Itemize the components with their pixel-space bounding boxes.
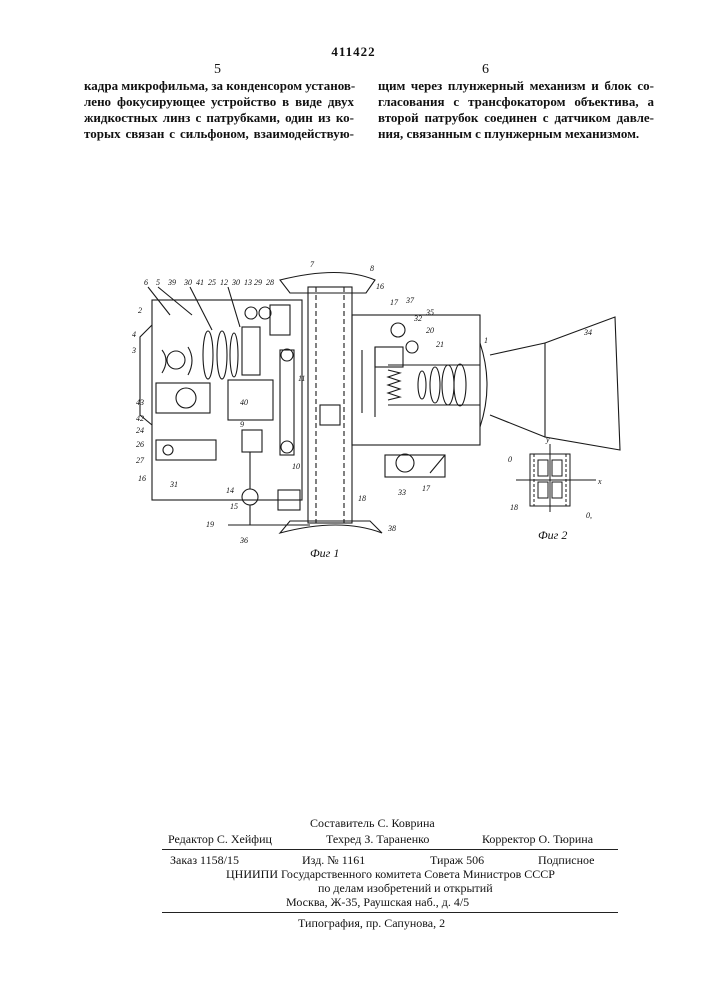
fig1-label: 17 xyxy=(390,298,399,307)
objective-housing xyxy=(352,315,480,445)
fig1-label: 43 xyxy=(136,398,144,407)
fig1-label: 30 xyxy=(231,278,240,287)
fig1-label: 11 xyxy=(298,374,305,383)
left-line-1: кадра микрофильма, за конденсором устано… xyxy=(84,78,354,94)
screen-34 xyxy=(545,317,620,450)
fig1-label: 10 xyxy=(292,462,300,471)
fig1-label: 38 xyxy=(387,524,396,533)
compiler: Составитель С. Коврина xyxy=(310,816,435,830)
org-line-1: ЦНИИПИ Государственного комитета Совета … xyxy=(226,867,555,881)
fig1-label: 13 xyxy=(244,278,252,287)
printer: Типография, пр. Сапунова, 2 xyxy=(298,916,445,930)
fig2-axis-y: y xyxy=(545,435,550,444)
address: Москва, Ж-35, Раушская наб., д. 4/5 xyxy=(286,895,469,909)
figure-2-drawing: y 0 x 18 0, xyxy=(500,432,610,522)
corrector: Корректор О. Тюрина xyxy=(482,832,593,846)
right-column-number: 6 xyxy=(482,62,489,78)
bellows xyxy=(388,370,400,400)
fig1-label: 17 xyxy=(422,484,431,493)
fig1-label: 29 xyxy=(254,278,262,287)
fig1-label: 19 xyxy=(206,520,214,529)
fig1-label: 21 xyxy=(436,340,444,349)
fig1-label: 6 xyxy=(144,278,148,287)
fig1-label: 3 xyxy=(131,346,136,355)
editor: Редактор С. Хейфиц xyxy=(168,832,272,846)
left-line-2: лено фокусирующее устройство в виде двух xyxy=(84,94,354,110)
fig1-label: 39 xyxy=(167,278,176,287)
org-line-2: по делам изобретений и открытий xyxy=(318,881,493,895)
top-eyepiece xyxy=(280,273,375,294)
fig1-label: 16 xyxy=(138,474,146,483)
fig1-label: 36 xyxy=(239,536,248,545)
right-column-text: щим через плунжерный механизм и блок со-… xyxy=(378,78,654,142)
techred: Техред З. Тараненко xyxy=(326,832,429,846)
fig1-label: 32 xyxy=(413,314,422,323)
patent-number: 411422 xyxy=(0,44,707,60)
fig2-axis-x: x xyxy=(597,477,602,486)
fig1-label: 34 xyxy=(583,328,592,337)
fig1-label: 41 xyxy=(196,278,204,287)
left-line-4: торых связан с сильфоном, взаимодействую… xyxy=(84,126,354,142)
fig1-label: 2 xyxy=(138,306,142,315)
right-line-2: гласования с трансфокатором объектива, а xyxy=(378,94,654,110)
fig1-label: 5 xyxy=(156,278,160,287)
publication-number: Изд. № 1161 xyxy=(302,853,365,867)
figure-2-caption: Фиг 2 xyxy=(538,528,567,543)
fig2-label: 18 xyxy=(510,503,518,512)
fig1-label: 25 xyxy=(208,278,216,287)
subscription: Подписное xyxy=(538,853,595,867)
fig1-label: 15 xyxy=(230,502,238,511)
fig1-label: 9 xyxy=(240,420,244,429)
right-line-1: щим через плунжерный механизм и блок со- xyxy=(378,78,654,94)
left-column-number: 5 xyxy=(214,62,221,78)
fig1-label: 42 xyxy=(136,414,144,423)
fig1-label: 4 xyxy=(132,330,136,339)
lamp xyxy=(167,351,185,369)
fig1-label: 24 xyxy=(136,426,144,435)
fig1-label: 30 xyxy=(183,278,192,287)
fig1-label: 16 xyxy=(376,282,384,291)
fig1-label: 33 xyxy=(397,488,406,497)
fig1-label: 37 xyxy=(405,296,415,305)
left-line-3: жидкостных линз с патрубками, один из ко… xyxy=(84,110,354,126)
fig2-label: 0 xyxy=(508,455,512,464)
left-column-text: кадра микрофильма, за конденсором устано… xyxy=(84,78,354,142)
divider xyxy=(162,849,618,850)
fig1-label: 14 xyxy=(226,486,234,495)
fig1-label: 27 xyxy=(136,456,145,465)
fig1-label: 8 xyxy=(370,264,374,273)
fig1-label: 18 xyxy=(358,494,366,503)
circulation: Тираж 506 xyxy=(430,853,484,867)
order-number: Заказ 1158/15 xyxy=(170,853,239,867)
fig1-label: 35 xyxy=(425,308,434,317)
fig1-label: 7 xyxy=(310,260,315,269)
front-lens xyxy=(480,343,487,427)
fig1-label: 12 xyxy=(220,278,228,287)
divider xyxy=(162,912,618,913)
fig1-label: 28 xyxy=(266,278,274,287)
fig1-label: 31 xyxy=(169,480,178,489)
lamp-housing xyxy=(140,325,152,425)
fig1-label: 40 xyxy=(240,398,248,407)
fig1-label: 1 xyxy=(484,336,488,345)
right-line-4: ния, связанным с плунжерным механизмом. xyxy=(378,126,654,142)
fig1-label: 26 xyxy=(136,440,144,449)
fig2-label: 0, xyxy=(586,511,592,520)
right-line-3: второй патрубок соединен с датчиком давл… xyxy=(378,110,654,126)
fig1-label: 20 xyxy=(426,326,434,335)
figure-1-caption: Фиг 1 xyxy=(310,546,339,561)
